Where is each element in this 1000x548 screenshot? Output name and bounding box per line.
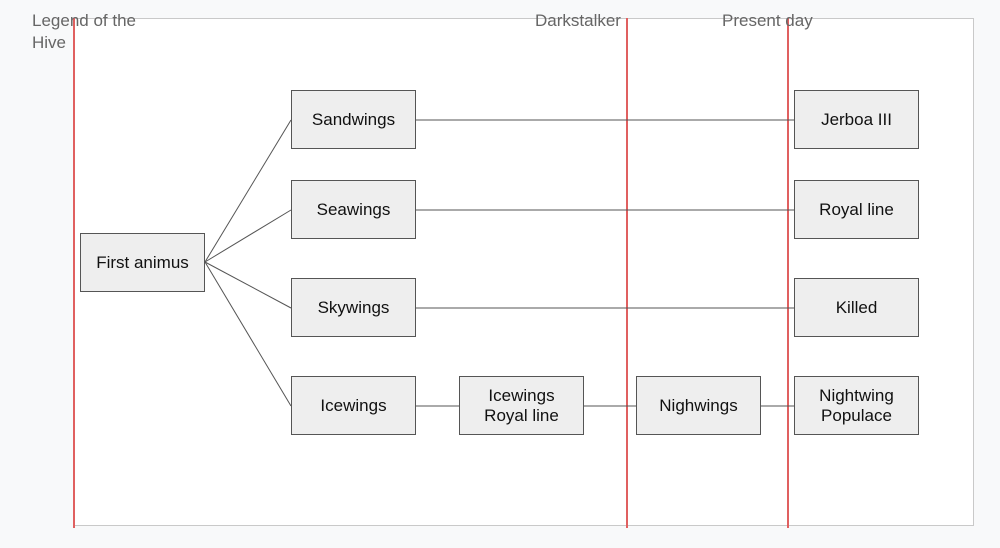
connector-animus-skywings — [204, 261, 292, 309]
era-divider-legend — [73, 18, 75, 528]
connector-animus-seawings — [204, 209, 292, 263]
node-icewings[interactable]: Icewings — [291, 376, 416, 435]
node-killed[interactable]: Killed — [794, 278, 919, 337]
node-royal-line[interactable]: Royal line — [794, 180, 919, 239]
era-label-darkstalker: Darkstalker — [535, 11, 621, 30]
node-icewings-royal-line[interactable]: Icewings Royal line — [459, 376, 584, 435]
node-sandwings[interactable]: Sandwings — [291, 90, 416, 149]
era-label-legend-of-the-hive: Legend of the Hive — [32, 11, 136, 52]
connector-animus-icewings — [204, 261, 292, 407]
connector-animus-sandwings — [204, 119, 292, 263]
node-jerboa-iii[interactable]: Jerboa III — [794, 90, 919, 149]
node-nightwings[interactable]: Nighwings — [636, 376, 761, 435]
node-first-animus[interactable]: First animus — [80, 233, 205, 292]
era-label-present-day: Present day — [722, 11, 813, 30]
era-divider-darkstalker — [626, 18, 628, 528]
node-skywings[interactable]: Skywings — [291, 278, 416, 337]
era-divider-present — [787, 18, 789, 528]
node-seawings[interactable]: Seawings — [291, 180, 416, 239]
node-nightwing-populace[interactable]: Nightwing Populace — [794, 376, 919, 435]
